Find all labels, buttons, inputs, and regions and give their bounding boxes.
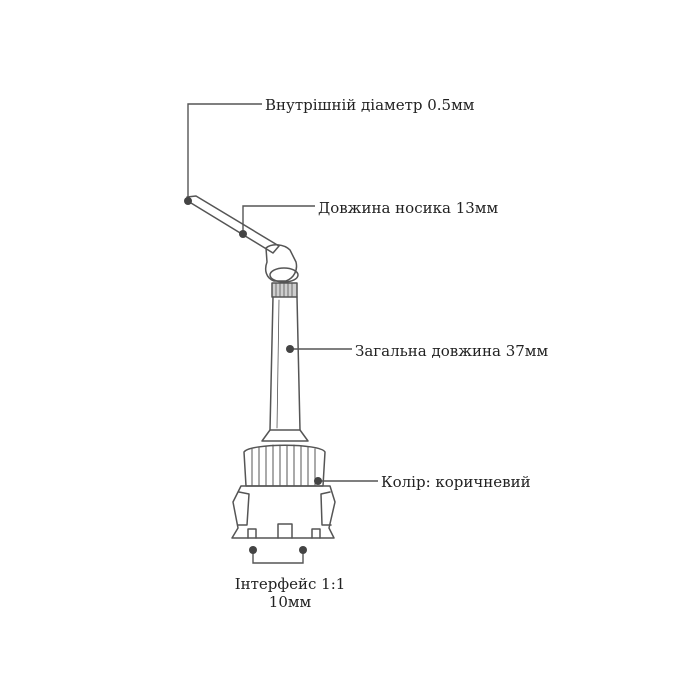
shaft-shoulder <box>261 429 309 442</box>
elbow-collar <box>269 267 299 283</box>
upper-ribbed-collar <box>271 282 298 298</box>
shaft-inner-line <box>276 299 280 429</box>
needle-elbow <box>264 244 298 282</box>
needle-tip <box>186 195 280 254</box>
color-label: Колір: коричневий <box>381 473 531 491</box>
interface-label-line1: Інтерфейс 1:1 <box>234 575 346 593</box>
leader-inner-diameter <box>187 103 262 201</box>
dot-color <box>314 477 322 485</box>
tip-base <box>231 485 336 539</box>
tip-shaft <box>269 296 301 431</box>
callout-dots <box>184 197 322 554</box>
base-right-tab <box>311 528 321 539</box>
leader-nozzle-length <box>242 205 315 234</box>
nozzle-tip-drawing <box>186 195 336 539</box>
base-left-tab <box>247 528 257 539</box>
inner-diameter-label: Внутрішній діаметр 0.5мм <box>265 96 475 114</box>
leader-interface <box>252 550 304 564</box>
dot-total-length <box>286 345 294 353</box>
dot-nozzle-length <box>239 230 247 238</box>
total-length-label: Загальна довжина 37мм <box>355 342 549 360</box>
leader-lines <box>187 103 378 564</box>
ribbed-grip <box>243 444 326 487</box>
base-left-notch <box>237 491 250 526</box>
base-center-tab <box>277 523 293 539</box>
interface-label: Інтерфейс 1:1 10мм <box>205 575 375 611</box>
upper-collar-ribs <box>275 282 293 298</box>
dot-inner-diameter <box>184 197 192 205</box>
dot-interface-left <box>249 546 257 554</box>
dot-interface-right <box>299 546 307 554</box>
base-right-notch <box>320 491 332 526</box>
nozzle-length-label: Довжина носика 13мм <box>318 199 499 217</box>
grip-ribs <box>251 444 316 487</box>
interface-label-line2: 10мм <box>268 593 312 611</box>
